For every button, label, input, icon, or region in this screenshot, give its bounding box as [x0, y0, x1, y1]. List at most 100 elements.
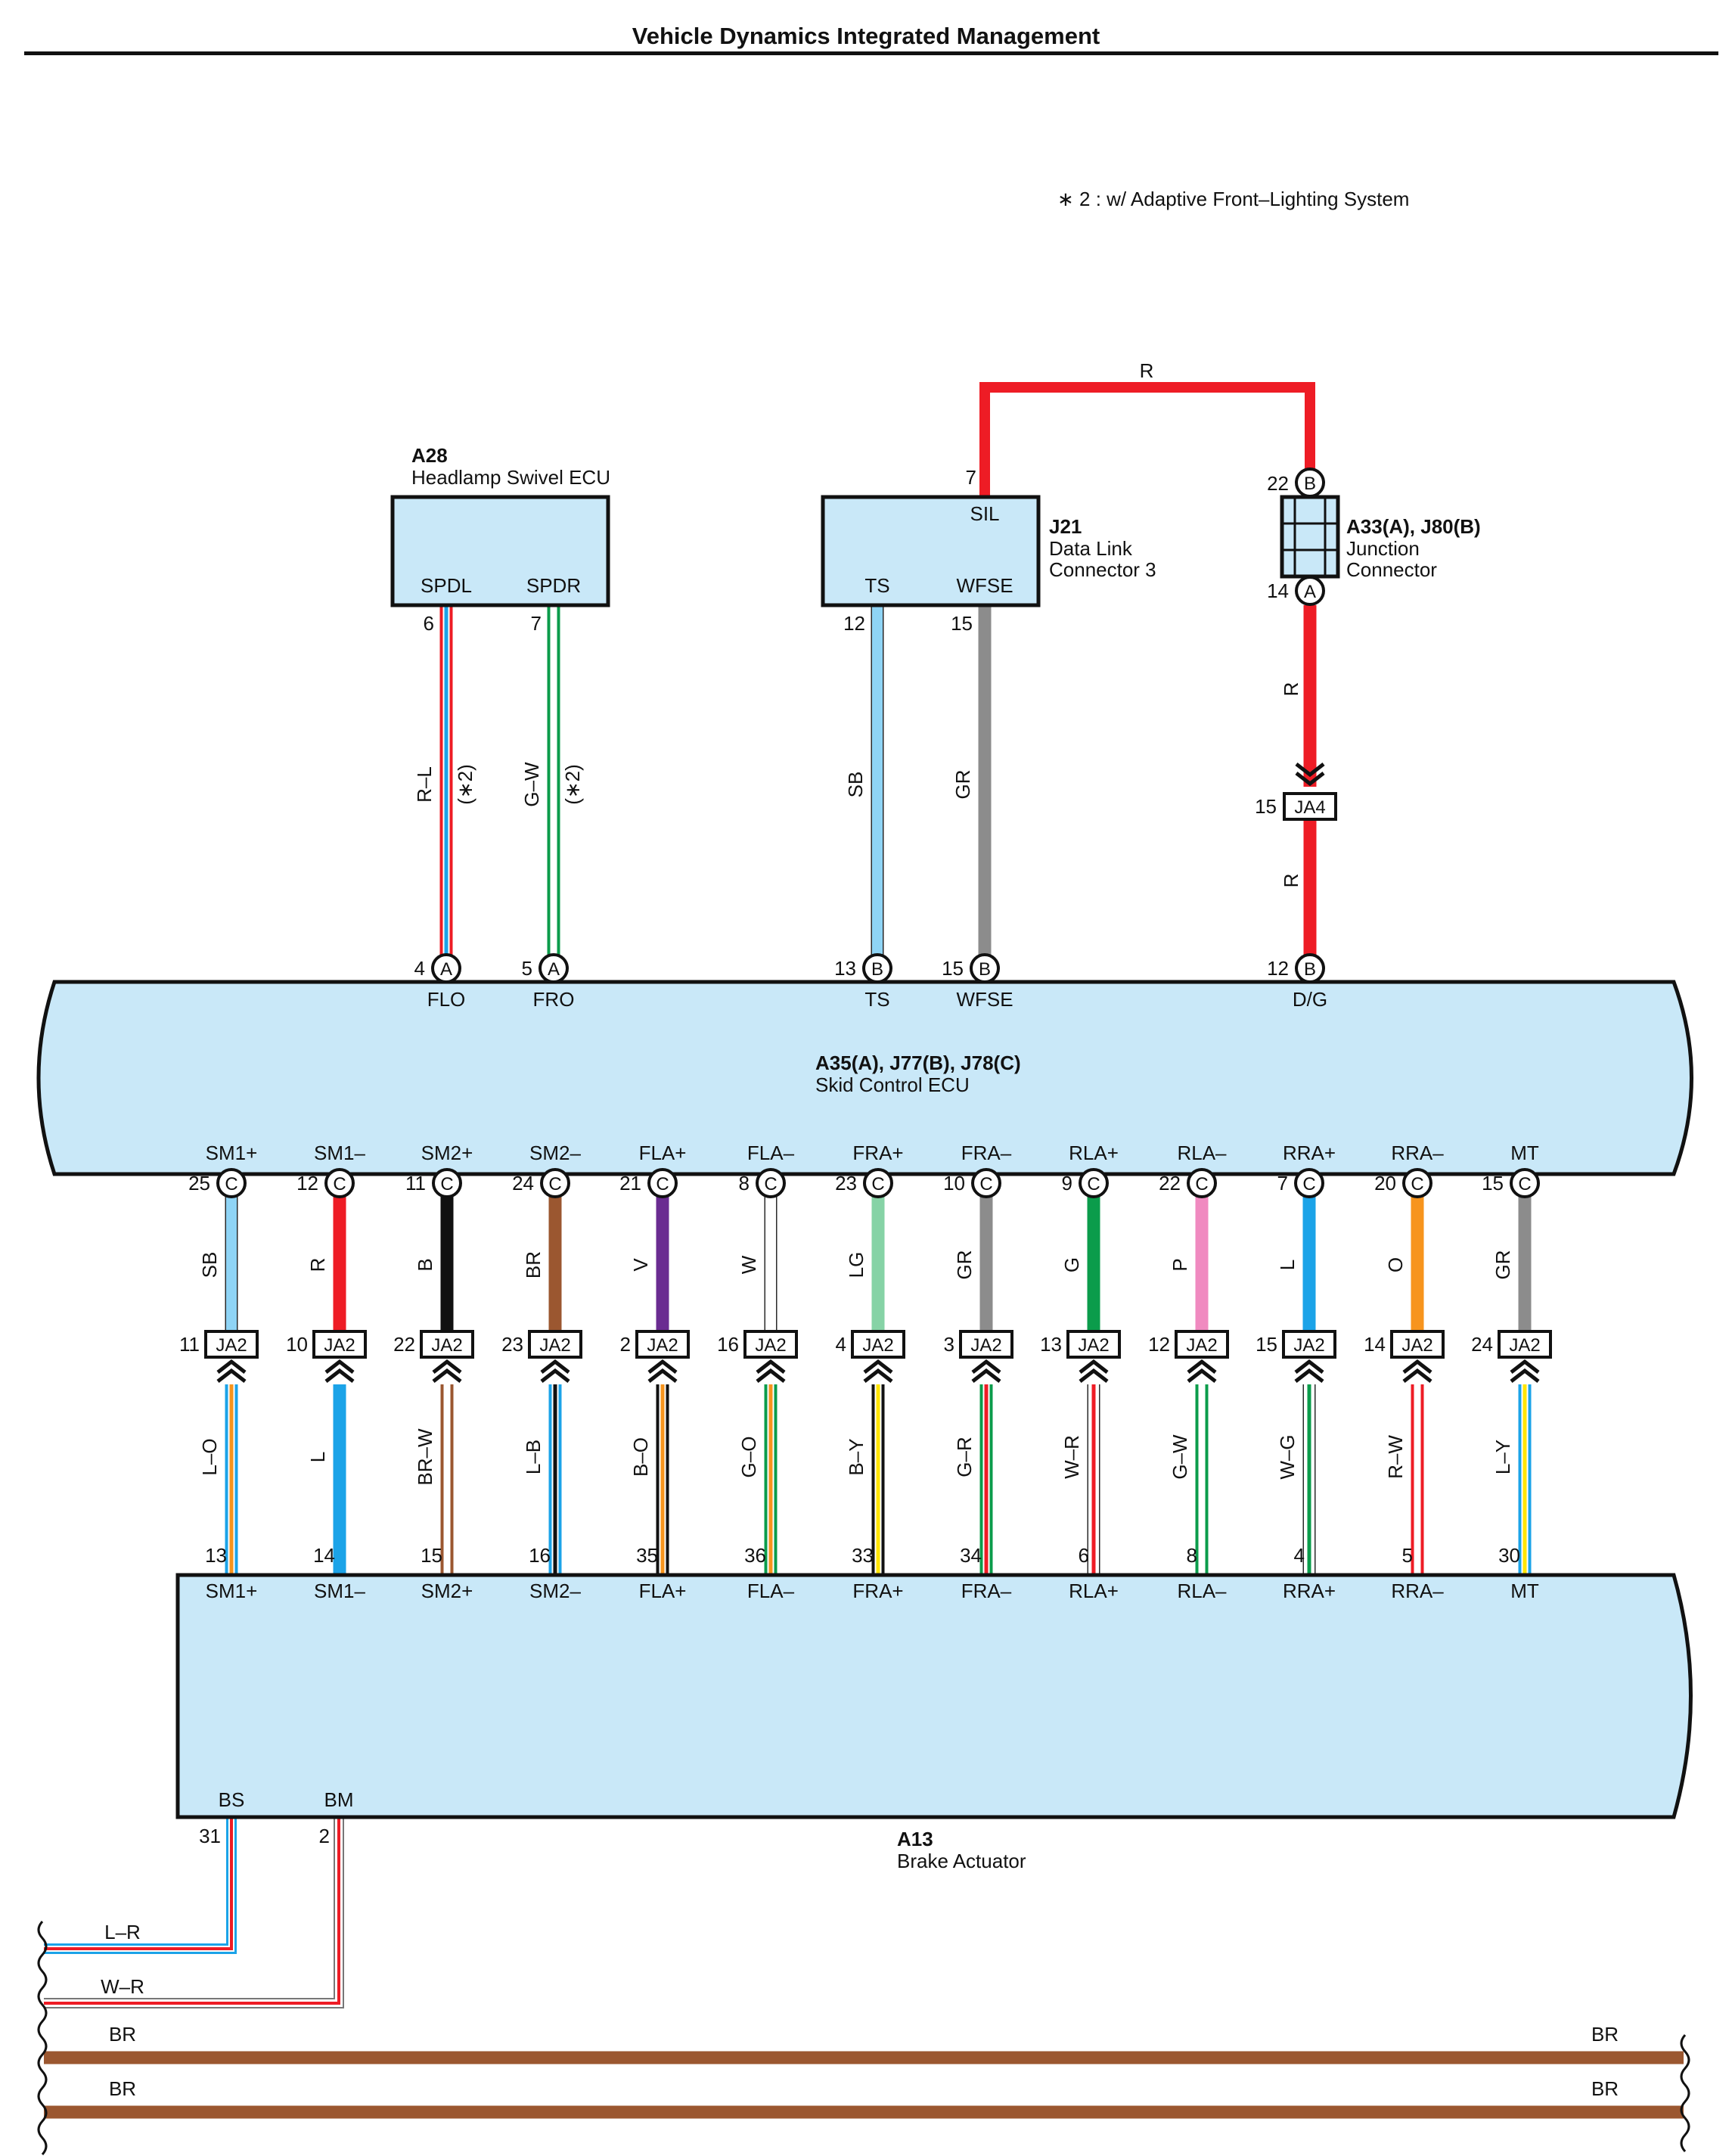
ecu-conn-c-2 [432, 1168, 462, 1198]
ecu-term-8: RLA+ [1069, 1142, 1119, 1164]
upper-wire-label-7: GR [953, 1250, 976, 1280]
ja2-connector-1-label: JA2 [324, 1335, 355, 1356]
ecu-conn-c-10 [1294, 1168, 1324, 1198]
act-bs-pin: 31 [199, 1825, 221, 1847]
top-wire-0-ecu-conn-letter: A [440, 959, 452, 980]
bm-wire-stripe-gap [44, 1817, 342, 2006]
ecu-conn-c-5 [756, 1168, 786, 1198]
ecu-term-0: SM1+ [206, 1142, 258, 1164]
ja2-pin-12: 24 [1471, 1333, 1493, 1356]
ecu-conn-c-9-letter: C [1195, 1174, 1208, 1194]
dg-chevron-1 [1295, 772, 1325, 787]
ecu-term-2: SM2+ [421, 1142, 473, 1164]
ecu-term-3: SM2– [529, 1142, 581, 1164]
ja2-chevron-0-1 [216, 1368, 247, 1383]
right-break-mark [1680, 2033, 1690, 2153]
lower-wire-label-3: L–B [522, 1440, 545, 1474]
top-wire-1-label: G–W [520, 762, 543, 807]
ja2-connector-1 [312, 1330, 367, 1359]
ecu-conn-c-10-letter: C [1302, 1174, 1315, 1194]
top-wire-3-ecu-term: WFSE [956, 988, 1013, 1011]
upper-wire-label-8: G [1060, 1257, 1083, 1272]
ja2-pin-11: 14 [1364, 1333, 1386, 1356]
ja2-chevron-8-0 [1079, 1359, 1109, 1374]
bm-wire-stripe [44, 1817, 340, 2005]
ecu-pin-7: 10 [943, 1172, 965, 1194]
act-pin-6: 33 [852, 1544, 874, 1567]
ecu-conn-c-2-letter: C [440, 1174, 453, 1194]
page-title: Vehicle Dynamics Integrated Management [632, 23, 1100, 49]
ecu-pin-9: 22 [1159, 1172, 1181, 1194]
dg-ecu-term: D/G [1293, 988, 1327, 1011]
act-term-0: SM1+ [206, 1580, 258, 1602]
ja2-pin-0: 11 [179, 1333, 200, 1356]
act-pin-7: 34 [960, 1544, 982, 1567]
ja2-connector-3-label: JA2 [539, 1335, 570, 1356]
act-term-8: RLA+ [1069, 1580, 1119, 1602]
ecu-conn-c-11 [1402, 1168, 1432, 1198]
top-wire-1-ecu-conn-letter: A [548, 959, 560, 980]
top-wire-2-ecu-term: TS [864, 988, 889, 1011]
j21-name-1: Data Link [1049, 537, 1133, 560]
ecu-conn-c-1 [324, 1168, 355, 1198]
bm-wire-label: W–R [101, 1975, 144, 1998]
dg-chevron-0 [1295, 763, 1325, 778]
ecu-term-10: RRA+ [1283, 1142, 1336, 1164]
headlamp-swivel-ecu-box [390, 495, 610, 607]
ja2-chevron-12-0 [1510, 1359, 1540, 1374]
ja2-chevron-4-0 [647, 1359, 678, 1374]
top-wire-1-note: (∗2) [561, 764, 584, 805]
ecu-pin-3: 24 [512, 1172, 534, 1194]
act-pin-10: 4 [1294, 1544, 1305, 1567]
act-term-9: RLA– [1177, 1580, 1227, 1602]
act-pin-11: 5 [1402, 1544, 1413, 1567]
act-pin-9: 8 [1187, 1544, 1197, 1567]
jc-bottom-conn-letter: A [1304, 582, 1316, 602]
ja2-connector-12-label: JA2 [1509, 1335, 1540, 1356]
ecu-conn-c-6-letter: C [871, 1174, 884, 1194]
act-term-4: FLA+ [639, 1580, 687, 1602]
ja2-connector-6-label: JA2 [862, 1335, 893, 1356]
upper-wire-label-9: P [1169, 1258, 1191, 1271]
ecu-conn-c-0-letter: C [225, 1174, 237, 1194]
a28-name: Headlamp Swivel ECU [411, 466, 610, 489]
top-wire-0-ecu-conn [431, 953, 461, 983]
ecu-pin-4: 21 [619, 1172, 641, 1194]
act-term-10: RRA+ [1283, 1580, 1336, 1602]
jc-top-conn [1295, 468, 1325, 498]
ja2-pin-7: 3 [944, 1333, 954, 1356]
ja2-connector-10-label: JA2 [1293, 1335, 1324, 1356]
ecu-term-12: MT [1510, 1142, 1539, 1164]
a13-code: A13 [897, 1828, 933, 1850]
act-term-12: MT [1510, 1580, 1539, 1602]
act-pin-4: 35 [636, 1544, 658, 1567]
ecu-conn-c-0 [216, 1168, 247, 1198]
act-pin-2: 15 [421, 1544, 442, 1567]
ja2-connector-0 [204, 1330, 259, 1359]
ja2-connector-6 [851, 1330, 905, 1359]
ja2-chevron-8-1 [1079, 1368, 1109, 1383]
top-wire-2-label: SB [844, 772, 867, 798]
ja2-pin-1: 10 [286, 1333, 308, 1356]
a28-code: A28 [411, 444, 448, 467]
lower-wire-label-4: B–O [629, 1437, 652, 1477]
wires-layer [44, 382, 1684, 2119]
upper-wire-label-1: R [306, 1258, 329, 1272]
top-wire-2-ecu-conn [862, 953, 892, 983]
ja2-chevron-3-1 [540, 1368, 570, 1383]
br-line-0-left-label: BR [109, 2023, 136, 2046]
lower-wire-label-10: W–G [1276, 1434, 1299, 1479]
ecu-term-6: FRA+ [852, 1142, 903, 1164]
j21-pin-ts: TS [864, 574, 889, 597]
ja2-pin-2: 22 [393, 1333, 415, 1356]
ja2-connector-0-label: JA2 [216, 1335, 247, 1356]
act-term-11: RRA– [1391, 1580, 1444, 1602]
dg-ecu-pin: 12 [1267, 957, 1289, 980]
upper-wire-label-11: O [1384, 1257, 1407, 1272]
top-wire-0-src-pin: 6 [424, 612, 434, 635]
ecu-term-5: FLA– [747, 1142, 795, 1164]
ecu-conn-c-8 [1079, 1168, 1109, 1198]
j21-pin-wfse: WFSE [956, 574, 1013, 597]
